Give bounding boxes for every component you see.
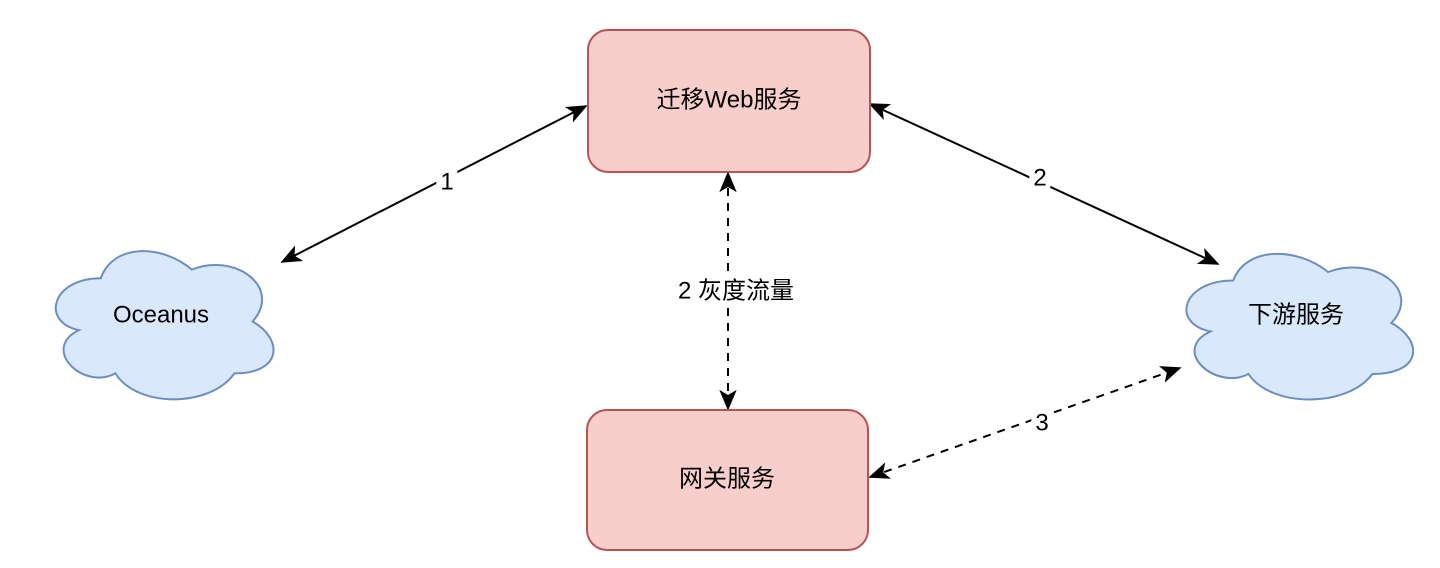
- node-downstream-cloud: [1186, 254, 1413, 400]
- node-oceanus-cloud: [56, 251, 274, 399]
- edge-label-gray-traffic: 2 灰度流量: [673, 277, 799, 307]
- edge-migration-to-oceanus: [280, 105, 588, 263]
- node-migration-web-service-box: [587, 29, 871, 173]
- edge-label-2: 2: [1029, 164, 1051, 194]
- node-gateway-service-box: [586, 409, 869, 551]
- node-label-migration-web-service: 迁移Web服务: [656, 86, 802, 114]
- node-label-oceanus: Oceanus: [112, 301, 210, 329]
- node-label-gateway-service: 网关服务: [679, 465, 775, 493]
- node-label-downstream-service: 下游服务: [1248, 301, 1344, 329]
- edge-label-1: 1: [436, 168, 458, 198]
- edge-label-3: 3: [1031, 409, 1053, 439]
- edge-gateway-to-downstream: [868, 366, 1182, 479]
